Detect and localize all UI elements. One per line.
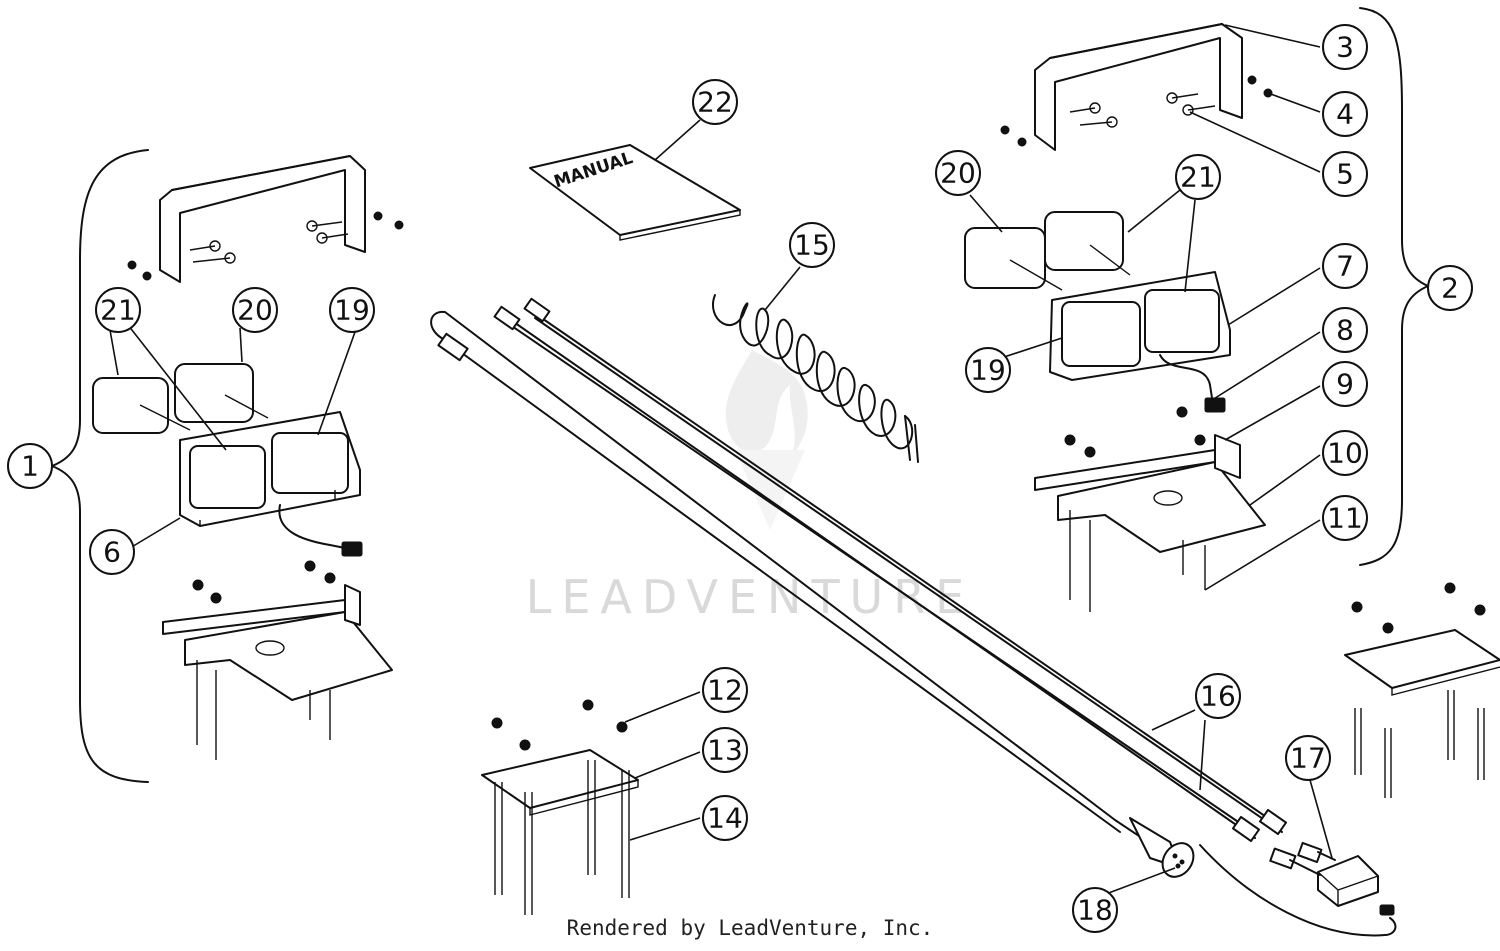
svg-text:14: 14: [707, 802, 743, 835]
svg-text:19: 19: [334, 294, 370, 327]
svg-text:21: 21: [1180, 161, 1216, 194]
callout-11: 11: [1322, 495, 1368, 541]
svg-text:7: 7: [1336, 250, 1354, 283]
callout-20-right: 20: [935, 150, 981, 196]
callout-19-left: 19: [329, 287, 375, 333]
callout-14: 14: [702, 795, 748, 841]
callout-15: 15: [789, 222, 835, 268]
right-base-plate: [1034, 406, 1266, 612]
callout-8: 8: [1322, 307, 1368, 353]
svg-text:11: 11: [1327, 502, 1363, 535]
callout-9: 9: [1322, 361, 1368, 407]
svg-text:19: 19: [970, 354, 1006, 387]
svg-text:9: 9: [1336, 368, 1354, 401]
right-mount-bracket: [1000, 23, 1273, 151]
left-lenses: [92, 363, 269, 434]
callout-22: 22: [692, 79, 738, 125]
svg-text:12: 12: [707, 674, 743, 707]
callout-18: 18: [1072, 887, 1118, 933]
wire-harness: [430, 297, 1397, 937]
svg-text:6: 6: [103, 536, 121, 569]
right-lenses: [964, 211, 1131, 291]
callout-12: 12: [702, 667, 748, 713]
callout-6: 6: [89, 529, 135, 575]
svg-text:22: 22: [697, 86, 733, 119]
brace-left: [51, 149, 149, 783]
callout-13: 13: [702, 727, 748, 773]
svg-text:17: 17: [1290, 742, 1326, 775]
svg-text:4: 4: [1336, 98, 1354, 131]
callout-21-left: 21: [95, 287, 141, 333]
callout-4: 4: [1322, 91, 1368, 137]
callout-3: 3: [1322, 24, 1368, 70]
converter-module: [1269, 841, 1395, 916]
right-lamp-housing: [1049, 271, 1231, 413]
center-mount-plate: [481, 699, 639, 915]
watermark-text: LEADVENTURE: [526, 570, 975, 624]
svg-text:18: 18: [1077, 894, 1113, 927]
svg-text:13: 13: [707, 734, 743, 767]
svg-text:10: 10: [1327, 437, 1363, 470]
callout-17: 17: [1285, 735, 1331, 781]
svg-text:16: 16: [1200, 680, 1236, 713]
callout-16: 16: [1195, 673, 1241, 719]
brace-right: [1359, 7, 1429, 566]
callout-19-right: 19: [965, 347, 1011, 393]
callout-20-left: 20: [232, 287, 278, 333]
manual-booklet: MANUAL: [529, 144, 741, 241]
svg-text:3: 3: [1336, 31, 1354, 64]
svg-text:1: 1: [21, 450, 39, 483]
svg-text:20: 20: [237, 294, 273, 327]
svg-text:5: 5: [1336, 158, 1354, 191]
left-lamp-housing: [179, 411, 363, 557]
callout-1: 1: [7, 443, 53, 489]
callout-10: 10: [1322, 430, 1368, 476]
leader-lines: [109, 24, 1333, 901]
render-credit: Rendered by LeadVenture, Inc.: [566, 916, 934, 940]
watermark-logo: [725, 350, 808, 530]
callout-7: 7: [1322, 243, 1368, 289]
seven-pin-plug: [1129, 817, 1195, 878]
svg-text:21: 21: [100, 294, 136, 327]
svg-text:20: 20: [940, 157, 976, 190]
coil-cord: [712, 294, 919, 463]
left-mount-bracket: [127, 155, 404, 283]
right-mount-plate: [1344, 582, 1500, 798]
callout-21-right: 21: [1175, 154, 1221, 200]
callout-2: 2: [1427, 265, 1473, 311]
svg-text:8: 8: [1336, 314, 1354, 347]
svg-text:15: 15: [794, 229, 830, 262]
callout-5: 5: [1322, 151, 1368, 197]
left-base-plate: [162, 560, 393, 760]
svg-text:2: 2: [1441, 272, 1459, 305]
